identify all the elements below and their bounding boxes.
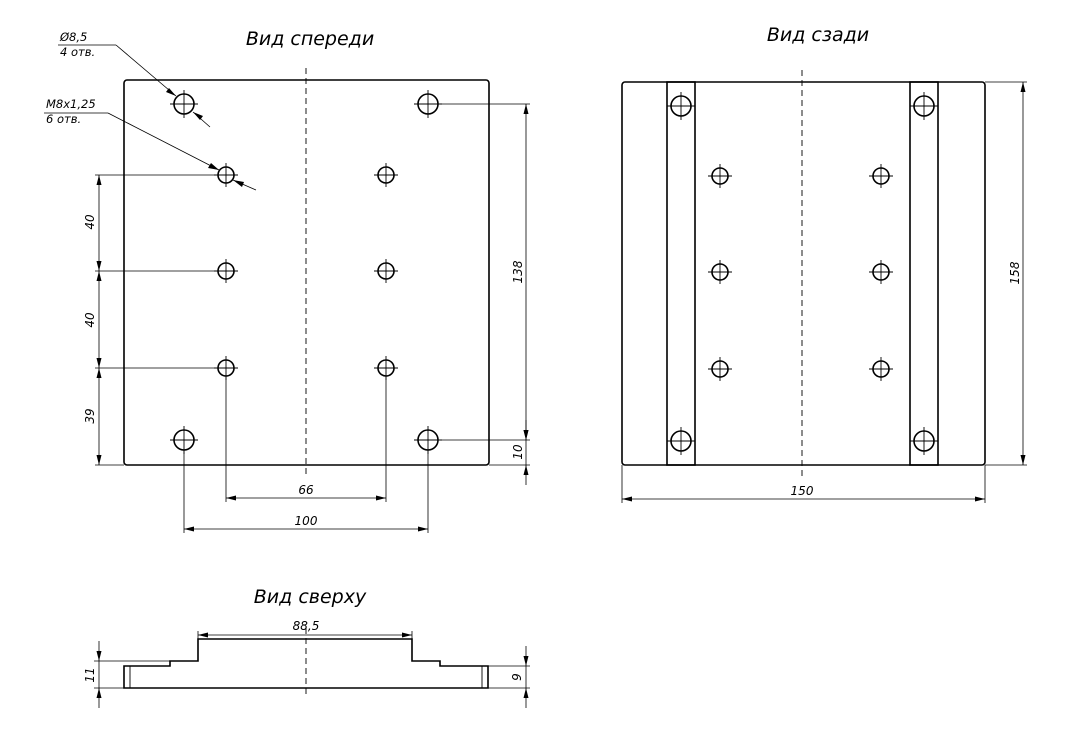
back-height-dimension: 158 bbox=[985, 81, 1027, 466]
dim-front-v2: 40 bbox=[83, 312, 97, 328]
front-hole-large bbox=[170, 90, 198, 118]
dim-back-height: 158 bbox=[1008, 261, 1022, 284]
back-hole-threaded bbox=[708, 357, 732, 381]
back-width-dimension: 150 bbox=[621, 465, 986, 503]
top-step-dimension: 88,5 bbox=[197, 619, 413, 639]
dim-back-width: 150 bbox=[791, 484, 814, 498]
back-hole-large bbox=[910, 427, 938, 455]
back-hole-threaded bbox=[708, 260, 732, 284]
front-right-dimensions: 138 10 bbox=[438, 103, 530, 485]
callout-threaded-size: M8x1,25 bbox=[46, 97, 96, 111]
dim-front-v3: 39 bbox=[83, 408, 97, 423]
back-hole-threaded bbox=[708, 164, 732, 188]
back-hole-threaded bbox=[869, 164, 893, 188]
dim-front-height: 138 bbox=[511, 260, 525, 283]
callout-large-holes: Ø8,5 4 отв. bbox=[58, 30, 211, 128]
front-view-title: Вид спереди bbox=[246, 28, 374, 50]
front-hole-large bbox=[414, 90, 442, 118]
callout-threaded-count: 6 отв. bbox=[46, 112, 81, 126]
back-hole-large bbox=[667, 92, 695, 120]
front-hole-threaded bbox=[374, 163, 398, 187]
back-rail-left bbox=[666, 81, 696, 466]
front-view: Вид спереди bbox=[44, 28, 530, 533]
back-hole-large bbox=[667, 427, 695, 455]
top-plate-thickness-dimension: 9 bbox=[488, 646, 530, 708]
dim-top-step-width: 88,5 bbox=[293, 619, 320, 633]
top-view: Вид сверху 88,5 11 bbox=[83, 586, 530, 708]
callout-threaded-holes: M8x1,25 6 отв. bbox=[44, 97, 257, 191]
top-total-thickness-dimension: 11 bbox=[83, 641, 170, 708]
front-plate-outline bbox=[123, 79, 490, 466]
dim-top-plate-thickness: 9 bbox=[510, 673, 524, 681]
back-rail-right bbox=[909, 81, 939, 466]
dim-front-outer-width: 100 bbox=[295, 514, 318, 528]
back-hole-large bbox=[910, 92, 938, 120]
dim-front-inner-width: 66 bbox=[298, 483, 314, 497]
callout-large-count: 4 отв. bbox=[60, 45, 95, 59]
back-view-title: Вид сзади bbox=[767, 24, 869, 46]
dim-front-v1: 40 bbox=[83, 214, 97, 230]
back-hole-threaded bbox=[869, 357, 893, 381]
callout-large-size: Ø8,5 bbox=[59, 30, 87, 44]
top-view-title: Вид сверху bbox=[254, 586, 367, 608]
back-hole-threaded bbox=[869, 260, 893, 284]
front-bottom-dimensions: 66 100 bbox=[183, 376, 429, 533]
back-view: Вид сзади bbox=[621, 24, 1027, 503]
front-left-dimensions: 40 40 39 bbox=[83, 174, 218, 466]
back-plate-outline bbox=[621, 81, 986, 466]
front-hole-large bbox=[414, 426, 442, 454]
dim-front-bottom: 10 bbox=[511, 444, 525, 460]
dim-top-total-thickness: 11 bbox=[83, 667, 97, 682]
front-hole-large bbox=[170, 426, 198, 454]
front-hole-threaded bbox=[374, 259, 398, 283]
